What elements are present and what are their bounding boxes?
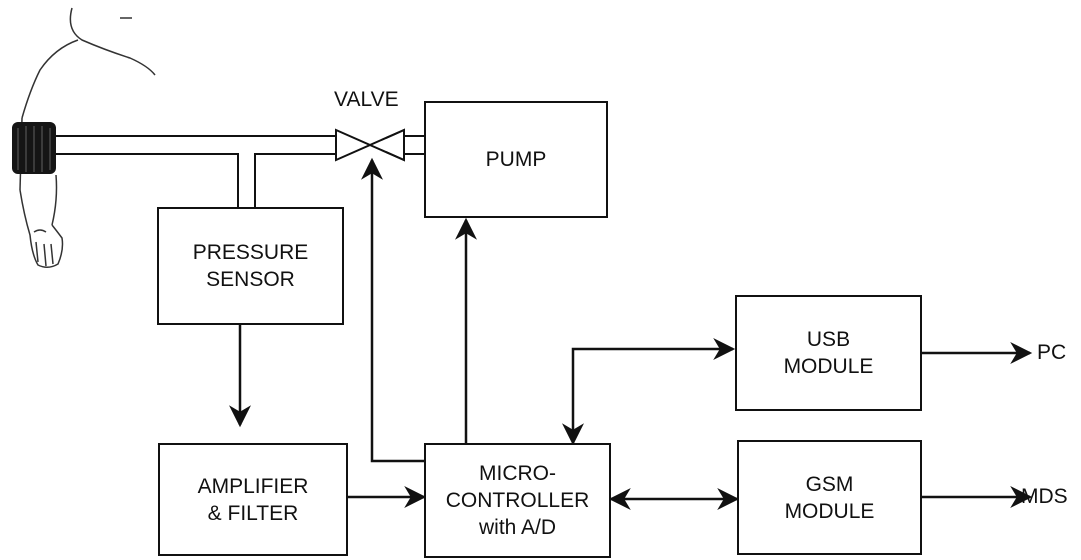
valve-icon [335, 128, 405, 162]
microcontroller-block: MICRO- CONTROLLER with A/D [424, 443, 611, 558]
mds-label: MDS [1021, 485, 1068, 508]
gsm-module-block: GSM MODULE [737, 440, 922, 555]
usb-module-block: USB MODULE [735, 295, 922, 411]
amplifier-filter-label-line-2: & FILTER [207, 501, 299, 525]
microcontroller-label-line-1: MICRO- [479, 462, 556, 485]
arrow-mcu-to-valve [361, 157, 427, 463]
gsm-module-label-line-1: GSM [805, 472, 854, 496]
pressure-sensor-label-line-1: PRESSURE [192, 241, 309, 264]
pressure-sensor-block: PRESSURE SENSOR [157, 207, 344, 325]
arrow-mcu-usb [562, 338, 736, 446]
gsm-module-label-line-2: MODULE [784, 499, 875, 523]
cuff-icon [12, 122, 56, 174]
pump-block: PUMP [424, 101, 608, 218]
pressure-sensor-label-line-2: SENSOR [206, 268, 295, 291]
pc-label: PC [1037, 341, 1067, 364]
microcontroller-label-line-3: with A/D [478, 516, 557, 539]
valve-label: VALVE [334, 88, 399, 111]
amplifier-filter-block: AMPLIFIER & FILTER [158, 443, 348, 556]
usb-module-label-line-1: USB [806, 328, 851, 351]
pump-label: PUMP [485, 148, 547, 171]
connections [229, 157, 1033, 510]
usb-module-label-line-2: MODULE [783, 355, 874, 378]
microcontroller-label-line-2: CONTROLLER [445, 489, 590, 512]
amplifier-filter-label-line-1: AMPLIFIER [197, 474, 309, 498]
air-tubing [56, 135, 424, 207]
